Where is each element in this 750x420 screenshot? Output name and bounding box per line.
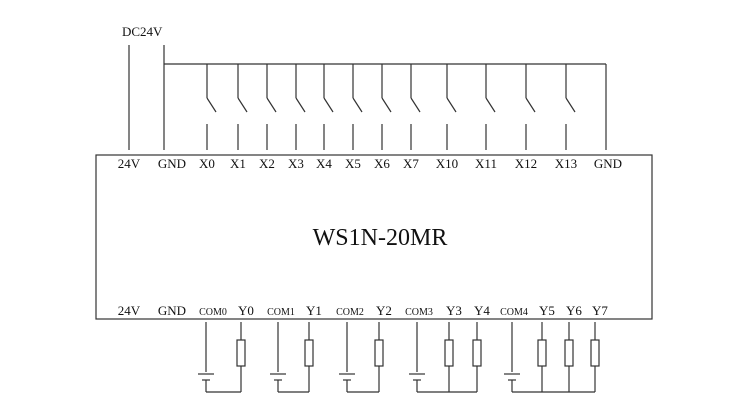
output-group <box>409 322 482 393</box>
output-group <box>198 322 246 393</box>
input-switch <box>381 64 392 150</box>
output-group <box>270 322 314 393</box>
load-resistor <box>590 339 600 367</box>
bottom-terminal-label: GND <box>158 303 186 318</box>
output-loads <box>198 322 600 393</box>
bottom-terminal-label: COM1 <box>267 307 295 318</box>
load-resistor <box>537 339 547 367</box>
switch-contact <box>525 97 536 113</box>
input-switch <box>323 64 334 150</box>
top-terminal-label: 24V <box>118 156 141 171</box>
switch-contact <box>206 97 217 113</box>
switch-contact <box>485 97 496 113</box>
load-resistor <box>236 339 246 367</box>
bottom-terminal-label: 24V <box>118 303 141 318</box>
input-switch <box>446 64 457 150</box>
top-terminal-label: X3 <box>288 156 304 171</box>
bottom-terminal-label: COM2 <box>336 307 364 318</box>
top-terminal-label: X12 <box>515 156 537 171</box>
plc-module-body <box>95 154 653 320</box>
switch-contact <box>237 97 248 113</box>
bottom-terminal-label: Y2 <box>376 303 392 318</box>
top-terminal-label: X10 <box>436 156 458 171</box>
load-resistor <box>472 339 482 367</box>
supply-label: DC24V <box>122 24 163 39</box>
input-switch <box>206 64 217 150</box>
top-terminal-label: X5 <box>345 156 361 171</box>
module-label: WS1N-20MR <box>313 225 448 251</box>
switch-contact <box>410 97 421 113</box>
load-resistor <box>304 339 314 367</box>
input-switch <box>352 64 363 150</box>
input-switch <box>565 64 576 150</box>
switch-contact <box>295 97 306 113</box>
top-terminal-label: X4 <box>316 156 332 171</box>
top-terminal-label: X1 <box>230 156 246 171</box>
output-group <box>504 322 600 393</box>
top-terminal-label: GND <box>594 156 622 171</box>
input-switch <box>410 64 421 150</box>
top-terminal-label: X2 <box>259 156 275 171</box>
bottom-terminal-label: Y1 <box>306 303 322 318</box>
bottom-terminal-label: Y5 <box>539 303 555 318</box>
switch-contact <box>266 97 277 113</box>
switch-contact <box>323 97 334 113</box>
input-switch <box>525 64 536 150</box>
input-switch <box>266 64 277 150</box>
bottom-terminal-label: Y3 <box>446 303 462 318</box>
switch-contact <box>352 97 363 113</box>
top-terminal-label: X13 <box>555 156 577 171</box>
switch-contact <box>381 97 392 113</box>
switch-contact <box>446 97 457 113</box>
top-terminal-labels: 24V GND X0 X1 X2 X3 X4 X5 X6 X7 X10 X11 X12 X13 GND <box>118 156 622 171</box>
load-resistor <box>444 339 454 367</box>
input-switch <box>237 64 248 150</box>
switch-contact <box>565 97 576 113</box>
top-terminal-label: X7 <box>403 156 419 171</box>
bottom-terminal-label: COM3 <box>405 307 433 318</box>
bottom-terminal-label: COM0 <box>199 307 227 318</box>
input-switch <box>295 64 306 150</box>
top-terminal-label: X6 <box>374 156 390 171</box>
top-terminal-label: X11 <box>475 156 497 171</box>
top-terminal-label: GND <box>158 156 186 171</box>
bottom-terminal-labels: 24V GND COM0 Y0 COM1 Y1 COM2 Y2 COM3 Y3 Y4 COM4 Y5 Y6… <box>118 303 609 318</box>
top-terminal-label: X0 <box>199 156 215 171</box>
output-group <box>339 322 384 393</box>
bottom-terminal-label: Y4 <box>474 303 490 318</box>
bottom-terminal-label: Y7 <box>592 303 608 318</box>
bottom-terminal-label: Y0 <box>238 303 254 318</box>
load-resistor <box>374 339 384 367</box>
load-resistor <box>564 339 574 367</box>
input-switches <box>206 64 576 150</box>
bottom-terminal-label: Y6 <box>566 303 582 318</box>
input-switch <box>485 64 496 150</box>
bottom-terminal-label: COM4 <box>500 307 528 318</box>
